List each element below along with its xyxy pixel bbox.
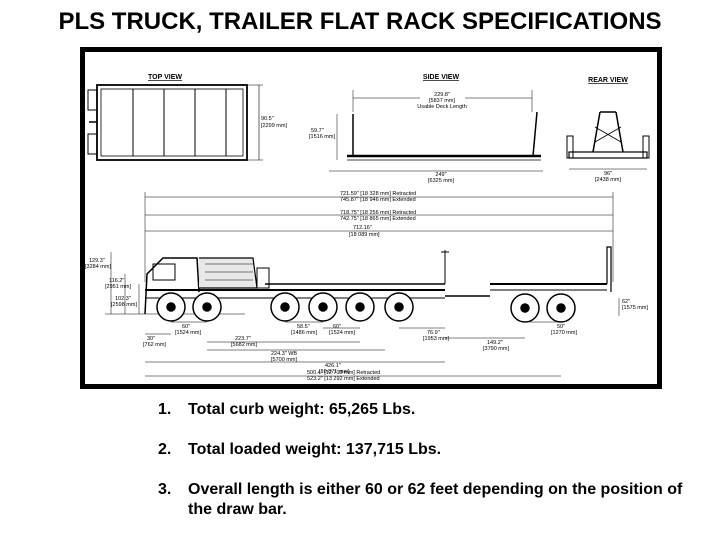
drawing-frame: TOP VIEW 90.5" [2299 mm] SIDE VIEW 229.8… [80, 47, 662, 389]
side-height-dim: 59.7" [311, 128, 324, 134]
dim-500-ext: 523.2" [13 292 mm] Extended [307, 376, 380, 382]
dim-149-mm: [3790 mm] [483, 346, 509, 352]
side-view-label: SIDE VIEW [423, 74, 460, 81]
height-2-mm: [2951 mm] [105, 284, 131, 290]
height-2: 116.2" [109, 278, 124, 284]
height-4-mm: [1575 mm] [622, 305, 648, 311]
spec-notes-list: 1. Total curb weight: 65,265 Lbs. 2. Tot… [158, 400, 698, 540]
list-item: 2. Total loaded weight: 137,715 Lbs. [158, 440, 698, 460]
top-width-dim: 90.5" [261, 116, 274, 122]
truck-trailer-profile [144, 246, 612, 315]
side-height-dim-mm: [1516 mm] [309, 134, 335, 140]
dim-149: 149.2" [487, 340, 503, 346]
rear-width-dim: 96" [604, 171, 612, 177]
rear-width-dim-mm: [2438 mm] [595, 177, 621, 183]
dim-76: 76.9" [427, 330, 440, 336]
note-text: Overall length is either 60 or 62 feet d… [188, 481, 683, 518]
overall-length-3: 712.16" [353, 225, 372, 231]
note-number: 1. [158, 401, 172, 418]
dim-trailer-axle-mm: [1270 mm] [551, 330, 577, 336]
height-3-mm: [2598 mm] [111, 302, 137, 308]
note-number: 2. [158, 441, 172, 458]
overall-dimension-lines [144, 192, 614, 282]
trailer-wheels [510, 293, 576, 323]
dim-wheelbase-mm: [5700 mm] [271, 357, 297, 363]
side-deck-dim-mm: [5837 mm] [429, 98, 455, 104]
dim-wheel-spacing-1-mm: [1524 mm] [175, 330, 201, 336]
dim-wheel-spacing-1: 60" [182, 324, 190, 330]
note-text: Total curb weight: 65,265 Lbs. [188, 401, 416, 418]
dim-58-mm: [1486 mm] [291, 330, 317, 336]
truck-wheels [156, 292, 414, 322]
side-total-dim-mm: [6325 mm] [428, 178, 454, 184]
side-deck-caption: Usable Deck Length [417, 104, 467, 110]
dim-76-mm: [1953 mm] [423, 336, 449, 342]
dim-58: 58.5" [297, 324, 310, 330]
dim-front-overhang: 30" [147, 336, 155, 342]
overall-length-1: 721.59" [18 328 mm] Retracted [340, 191, 416, 197]
overall-length-2: 718.75" [18 256 mm] Retracted [340, 210, 416, 216]
overall-length-2-ext: 742.75" [18 865 mm] Extended [340, 216, 416, 222]
dim-426-mm: [10 871 mm] [319, 369, 350, 375]
top-view-rack [87, 84, 263, 161]
dim-60-b: 60" [333, 324, 341, 330]
overall-length-3-mm: [18 089 mm] [349, 232, 380, 238]
overall-length-1-ext: 745.87" [18 946 mm] Extended [340, 197, 416, 203]
dim-60-b-mm: [1524 mm] [329, 330, 355, 336]
dim-500: 500.4" [12 710 mm] Retracted [307, 370, 380, 376]
page-title: PLS TRUCK, TRAILER FLAT RACK SPECIFICATI… [58, 8, 662, 35]
dim-front-overhang-mm: [762 mm] [143, 342, 166, 348]
rear-view-label: REAR VIEW [588, 77, 628, 84]
dim-223-mm: [5682 mm] [231, 342, 257, 348]
top-width-dim-mm: [2299 mm] [261, 123, 287, 129]
list-item: 3. Overall length is either 60 or 62 fee… [158, 480, 698, 520]
side-total-dim: 249" [435, 172, 446, 178]
dim-wheelbase: 224.3" WB [271, 351, 297, 357]
list-item: 1. Total curb weight: 65,265 Lbs. [158, 400, 698, 420]
height-1: 129.3" [89, 258, 105, 264]
specification-drawing: TOP VIEW 90.5" [2299 mm] SIDE VIEW 229.8… [85, 52, 657, 384]
height-1-mm: [3284 mm] [85, 264, 111, 270]
height-3: 102.3" [115, 296, 131, 302]
bottom-dimension-lines [145, 321, 561, 377]
rear-view-rack [566, 111, 650, 170]
side-deck-dim: 229.8" [434, 92, 450, 98]
dim-223: 223.7" [235, 336, 251, 342]
note-text: Total loaded weight: 137,715 Lbs. [188, 441, 442, 458]
dim-426: 426.1" [325, 363, 341, 369]
dim-trailer-axle: 50" [557, 324, 565, 330]
note-number: 3. [158, 481, 172, 498]
height-4: 62" [622, 299, 630, 305]
side-view-rack [329, 90, 543, 172]
top-view-label: TOP VIEW [148, 74, 182, 81]
